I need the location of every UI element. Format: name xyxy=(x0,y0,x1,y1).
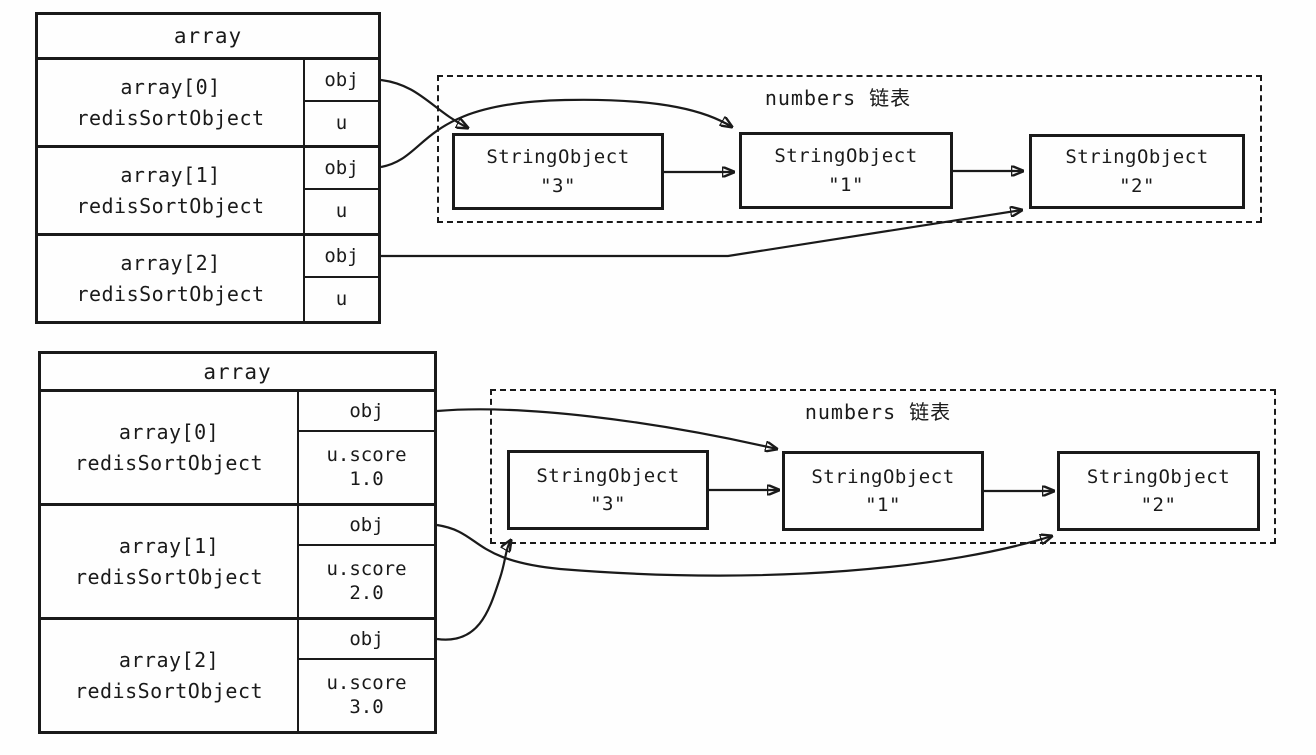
array-index-label: array[0] xyxy=(118,419,220,444)
string-object-class: StringObject xyxy=(811,465,955,488)
string-object-node-3: StringObject "3" xyxy=(507,450,709,530)
redis-sort-object-label: redisSortObject xyxy=(74,678,264,703)
array-table-title: array xyxy=(41,354,434,392)
array-row-1: array[1] redisSortObject obj u xyxy=(38,148,378,236)
u-score-label: u.score xyxy=(326,671,407,694)
obj-pointer-cell: obj xyxy=(305,236,378,278)
numbers-list-label: numbers 链表 xyxy=(804,400,952,424)
array-row-2-labels: array[2] redisSortObject xyxy=(38,236,305,321)
string-object-class: StringObject xyxy=(774,145,918,167)
u-score-value: 1.0 xyxy=(349,467,384,490)
string-object-value: "2" xyxy=(1119,174,1155,197)
array-row-0-fields: obj u.score 1.0 xyxy=(299,392,434,503)
array-row-0-labels: array[0] redisSortObject xyxy=(38,60,305,145)
u-score-label: u.score xyxy=(326,443,407,466)
string-object-class: StringObject xyxy=(1086,465,1231,488)
array-row-1-fields: obj u xyxy=(305,148,378,233)
u-score-value: 2.0 xyxy=(349,581,384,604)
array-table-title: array xyxy=(38,15,378,60)
string-object-node-2: StringObject "2" xyxy=(1029,134,1245,209)
string-object-value: "2" xyxy=(1140,494,1177,516)
array-row-0-fields: obj u xyxy=(305,60,378,145)
u-score-value: 3.0 xyxy=(349,695,384,718)
string-object-class: StringObject xyxy=(1065,146,1209,168)
numbers-list-label: numbers 链表 xyxy=(764,86,912,110)
array-index-label: array[2] xyxy=(120,250,221,275)
string-object-class: StringObject xyxy=(536,464,680,487)
array-table-after: array array[0] redisSortObject obj u.sco… xyxy=(38,351,437,734)
array-row-2-fields: obj u.score 3.0 xyxy=(299,620,434,731)
obj-pointer-cell: obj xyxy=(299,506,434,546)
obj-pointer-cell: obj xyxy=(305,148,378,190)
u-union-cell: u xyxy=(335,199,348,222)
redis-sort-object-label: redisSortObject xyxy=(74,450,264,475)
redis-sort-object-label: redisSortObject xyxy=(76,281,265,306)
array-table-before: array array[0] redisSortObject obj u arr… xyxy=(35,12,381,324)
string-object-value: "1" xyxy=(828,173,864,196)
array-index-label: array[1] xyxy=(118,533,220,558)
u-score-cell: u.score 2.0 xyxy=(299,546,434,617)
u-score-label: u.score xyxy=(326,557,407,580)
array-row-0-labels: array[0] redisSortObject xyxy=(41,392,299,503)
u-score-cell: u.score 1.0 xyxy=(299,432,434,503)
string-object-value: "1" xyxy=(865,494,901,516)
redis-sort-object-label: redisSortObject xyxy=(74,564,264,589)
u-union-cell: u xyxy=(335,111,348,134)
array-index-label: array[0] xyxy=(120,74,221,99)
array-row-1-labels: array[1] redisSortObject xyxy=(41,506,299,617)
string-object-value: "3" xyxy=(590,493,626,515)
redis-sort-object-label: redisSortObject xyxy=(76,105,265,130)
u-score-cell: u.score 3.0 xyxy=(299,660,434,731)
string-object-node-2: StringObject "2" xyxy=(1057,451,1260,531)
array-row-1-fields: obj u.score 2.0 xyxy=(299,506,434,617)
array-row-2-fields: obj u xyxy=(305,236,378,321)
redis-sort-object-label: redisSortObject xyxy=(76,193,265,218)
array-row-0: array[0] redisSortObject obj u.score 1.0 xyxy=(41,392,434,506)
string-object-node-1: StringObject "1" xyxy=(782,451,984,531)
u-union-cell: u xyxy=(335,287,348,310)
obj-pointer-cell: obj xyxy=(299,392,434,432)
string-object-node-1: StringObject "1" xyxy=(739,132,953,209)
array-index-label: array[2] xyxy=(118,647,220,672)
array-row-2-labels: array[2] redisSortObject xyxy=(41,620,299,731)
array-row-2: array[2] redisSortObject obj u xyxy=(38,236,378,321)
string-object-value: "3" xyxy=(540,174,576,197)
array-index-label: array[1] xyxy=(120,162,221,187)
obj-pointer-cell: obj xyxy=(305,60,378,102)
array-row-0: array[0] redisSortObject obj u xyxy=(38,60,378,148)
array-row-2: array[2] redisSortObject obj u.score 3.0 xyxy=(41,620,434,731)
array-row-1-labels: array[1] redisSortObject xyxy=(38,148,305,233)
obj-pointer-cell: obj xyxy=(299,620,434,660)
array-row-1: array[1] redisSortObject obj u.score 2.0 xyxy=(41,506,434,620)
